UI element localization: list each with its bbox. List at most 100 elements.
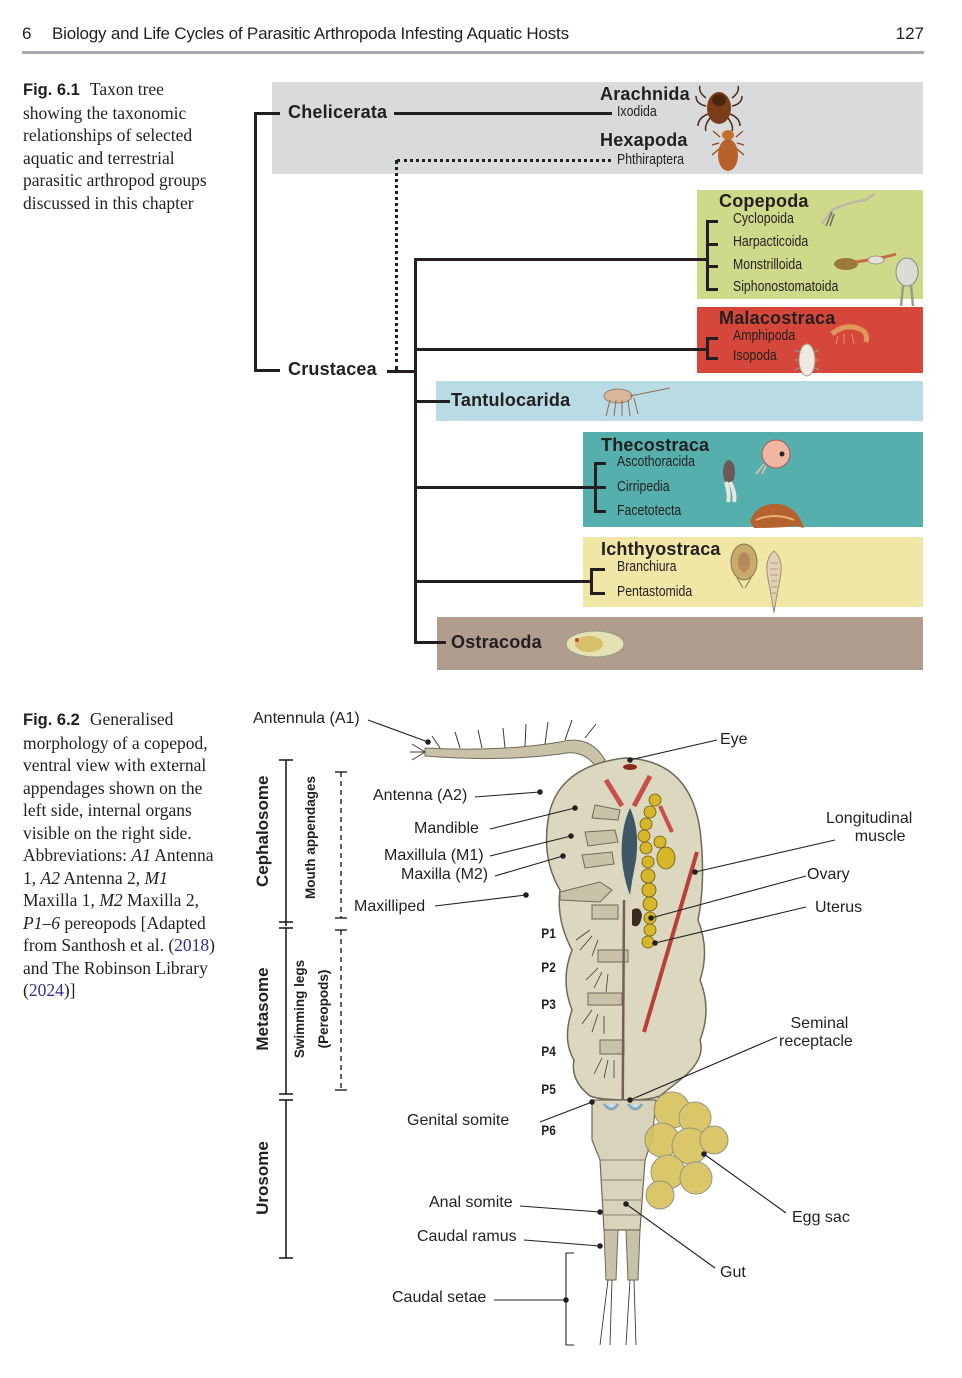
appendage-region-bars [335,771,347,1091]
hexapoda-dotted-line [397,159,611,162]
antenna-label: Antenna (A2) [373,787,468,804]
ichthyostraca-label: Ichthyostraca [601,539,721,559]
hexapoda-dotted-vertical [395,160,398,370]
branchiuran-icon [730,543,758,589]
caption-text: )] [63,980,76,1000]
copepoda-box [697,190,923,299]
label-line: muscle [854,828,906,845]
leg-label-p4: P4 [541,1043,556,1059]
arachnida-label: Arachnida [600,84,690,104]
monstrilloida-label: Monstrilloida [733,256,803,273]
running-header: 6 Biology and Life Cycles of Parasitic A… [22,22,924,46]
pereopods-label: (Pereopods) [316,969,331,1049]
ostracoda-label: Ostracoda [451,632,542,652]
caption-text: ) and The Robinson Library ( [23,935,215,1000]
figure-label: Fig. 6.1 [23,81,80,99]
copepoda-label: Copepoda [719,191,809,211]
leader-lines [367,719,836,1346]
abbr-m1: M1 [144,867,168,888]
cyclopoida-label: Cyclopoida [733,210,794,227]
copepoda-tick [706,220,718,223]
root-to-chelicerata-line [254,112,280,115]
to-ichthyostraca-line [414,580,590,583]
thecostraca-label: Thecostraca [601,435,710,455]
abbr-a1: A1 [131,845,151,865]
malacostraca-tick [706,357,718,360]
egg-sac [644,1091,729,1210]
mouth-appendages-label: Mouth appendages [303,775,318,899]
cirriped-icon [723,460,737,503]
leg-label-p6: P6 [541,1122,556,1138]
malacostraca-tick [706,337,718,340]
label-line: Seminal [790,1015,849,1032]
reference-link-2018[interactable]: 2018 [174,935,210,955]
ascothoracid-icon [755,439,791,475]
amphipoda-label: Amphipoda [733,327,796,344]
crustacea-label: Crustacea [288,359,377,379]
tantulocarida-box [436,381,923,421]
ovary-label: Ovary [807,866,850,883]
seminal-receptacle-label: Seminal receptacle [779,1015,853,1051]
to-ostracoda-line [414,641,446,644]
maxilliped-label: Maxilliped [354,898,426,915]
page-number: 127 [895,24,924,43]
thecostraca-tick [594,510,606,513]
thecostraca-box [583,432,923,527]
caption-text: Generalised morphology of a copepod, ven… [23,709,208,865]
gut-label: Gut [720,1264,746,1281]
to-malacostraca-line [414,348,708,351]
egg-sac-label: Egg sac [792,1209,850,1226]
antennule [410,719,606,771]
uterus-label: Uterus [815,899,863,916]
genital-somite-label: Genital somite [407,1112,510,1129]
malacostraca-label: Malacostraca [719,308,836,328]
antennula-label: Antennula (A1) [253,710,360,727]
cephalosome-label: Cephalosome [253,775,272,887]
leg-label-p1: P1 [541,925,556,941]
urosome-label: Urosome [253,1141,272,1215]
facetotectan-icon [750,503,804,528]
ascothoracida-label: Ascothoracida [617,453,695,470]
isopoda-label: Isopoda [733,347,777,364]
ostracoda-box [437,617,923,670]
eye-label: Eye [720,731,748,748]
thecostraca-tick [594,462,606,465]
copepoda-tick [706,265,718,268]
to-copepoda-line [414,258,708,261]
metasome-label: Metasome [253,967,272,1051]
reference-link-2024[interactable]: 2024 [28,980,64,1000]
caption-text: pereopods [Adapted from Santhosh et al. … [23,912,206,956]
siphonostomatoida-label: Siphonostomatoida [733,278,839,295]
crustacea-stub-line [387,370,417,373]
chelicerata-label: Chelicerata [288,102,388,122]
abbr-m2: M2 [99,890,123,910]
caudal-ramus-label: Caudal ramus [417,1228,517,1245]
header-rule [22,51,924,54]
ichthyostraca-tick [590,568,605,571]
copepoda-bracket [706,220,709,290]
pentastomida-label: Pentastomida [617,583,693,600]
branchiura-label: Branchiura [617,558,677,575]
root-vertical-line [254,112,257,372]
cyclopoid-copepod-icon [820,193,875,227]
caption-text: Maxilla 2, [122,890,199,910]
ichthyostraca-tick [590,592,605,595]
caption-text: Antenna 1, [23,845,214,888]
copepod-body [545,757,729,1346]
chapter-number: 6 [22,24,32,43]
abbr-a2: A2 [40,867,60,888]
ostracod-icon [565,630,625,658]
caption-text: Antenna 2, [59,867,145,888]
to-thecostraca-line [414,486,594,489]
phthiraptera-label: Phthiraptera [617,151,685,168]
figure-label: Fig. 6.2 [23,711,80,729]
harpacticoid-copepod-icon [834,252,897,270]
ixodida-label: Ixodida [617,103,657,120]
copepoda-tick [706,243,718,246]
root-to-crustacea-line [254,369,280,372]
leg-label-p3: P3 [541,996,556,1012]
